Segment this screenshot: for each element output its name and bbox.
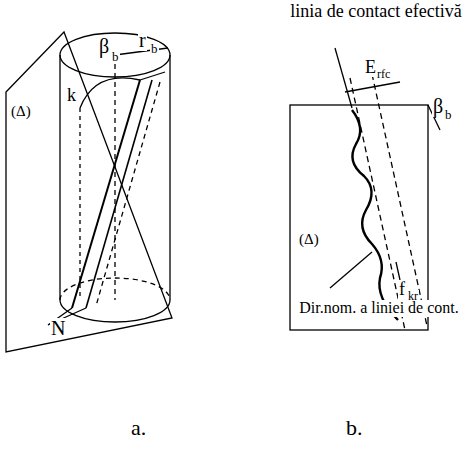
point-label: N [50, 318, 66, 339]
plane-label: (Δ) [298, 232, 320, 248]
leader-line [335, 48, 352, 108]
figure-label: a. [130, 416, 147, 439]
subscript: b [150, 42, 159, 56]
callout-text: linia de contact efectivă [280, 2, 472, 21]
cylinder-top [60, 33, 170, 77]
leader-line [396, 262, 400, 280]
flank-top [140, 72, 165, 80]
axis-line [114, 55, 115, 300]
radius-symbol: r [138, 30, 147, 51]
subscript: rfc [376, 68, 391, 81]
effective-contact-line [352, 110, 398, 320]
plane-delta [6, 32, 172, 352]
angle-symbol: β [98, 36, 110, 57]
generatrix [79, 108, 80, 300]
contact-line [72, 80, 140, 308]
subscript: b [111, 50, 120, 64]
callout-text: Dir.nom. a liniei de cont. [298, 300, 460, 317]
subscript: b [444, 108, 453, 122]
dimension-symbol: f [398, 280, 406, 299]
leader-line [330, 252, 372, 288]
angle-symbol: β [432, 96, 444, 117]
flank-line [86, 80, 152, 308]
nominal-direction [350, 78, 405, 330]
cylinder-side [59, 55, 60, 300]
cylinder-side [169, 55, 170, 300]
plane-label: (Δ) [10, 104, 32, 120]
plane-section [290, 105, 428, 330]
figure-label: b. [345, 416, 364, 439]
flank-hidden [96, 82, 160, 306]
cylinder-bottom [60, 300, 170, 322]
dimension-line [345, 82, 400, 92]
point-label: k [66, 86, 77, 105]
helix-curve [80, 78, 140, 108]
